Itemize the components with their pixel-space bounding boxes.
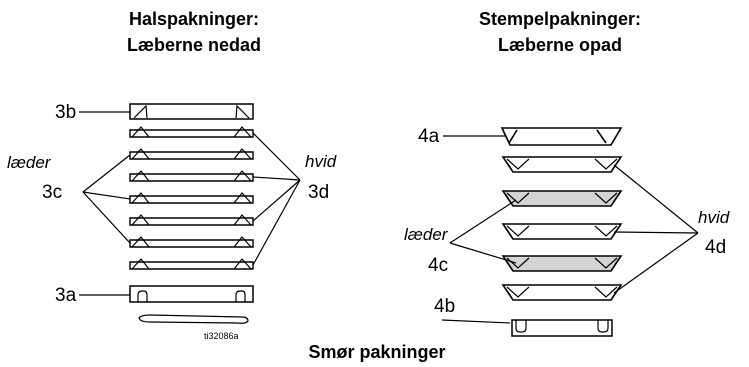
throat-v-packing-2 [129, 148, 254, 160]
leader-4b [441, 319, 511, 324]
throat-v-packing-4 [129, 192, 254, 204]
leaders-3c [82, 154, 131, 244]
piston-v-packing-4-leather [501, 255, 623, 272]
left-heading-line1: Halspakninger: [129, 9, 259, 29]
piston-packing-stack [500, 127, 623, 337]
piston-bottom-adapter-4b [511, 319, 613, 337]
label-4a: 4a [418, 126, 440, 147]
footer-caption: Smør pakninger [308, 342, 445, 362]
throat-top-adapter-3b [129, 103, 254, 120]
piston-top-adapter-4a [500, 127, 623, 146]
throat-v-packing-5 [129, 214, 254, 226]
label-3c: 3c [42, 182, 62, 203]
leaders-4c [449, 199, 517, 264]
piston-v-packing-1 [501, 156, 623, 173]
throat-v-packing-6 [129, 236, 254, 248]
right-heading-line2: Læberne opad [498, 35, 622, 55]
throat-packing-stack [129, 103, 254, 324]
label-3d: 3d [308, 182, 329, 203]
label-4c: 4c [428, 255, 448, 276]
white-word-right: hvid [698, 208, 730, 227]
leaders-3d [252, 132, 301, 266]
leaders-4d [613, 164, 699, 294]
left-heading-line2: Læberne nedad [127, 35, 261, 55]
label-3b: 3b [55, 102, 76, 123]
right-heading-line1: Stempelpakninger: [479, 9, 641, 29]
piston-v-packing-5 [501, 284, 623, 301]
throat-v-packing-1 [129, 126, 254, 138]
label-4d: 4d [705, 237, 726, 258]
throat-bottom-adapter-3a [129, 285, 254, 303]
leather-word-left: læder [7, 153, 52, 172]
throat-v-packing-7 [129, 258, 254, 270]
piston-v-packing-3 [501, 223, 623, 240]
figure-id: ti32086a [204, 331, 239, 341]
throat-wiper-ring [138, 314, 249, 324]
white-word-left: hvid [305, 152, 337, 171]
label-4b: 4b [434, 296, 455, 317]
leather-word-right: læder [404, 225, 449, 244]
label-3a: 3a [55, 285, 77, 306]
piston-v-packing-2-leather [501, 190, 623, 207]
throat-v-packing-3 [129, 170, 254, 182]
